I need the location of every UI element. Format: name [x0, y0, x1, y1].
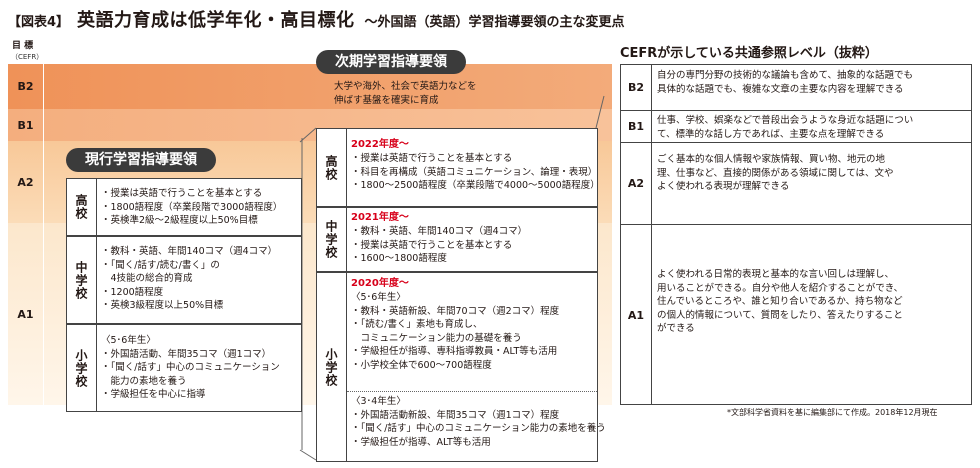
list-item: ・「聞く/話す」中心のコミュニケーション	[101, 362, 280, 373]
list-item: ・学級担任が指導、ALT等も活用	[351, 436, 491, 448]
cefr-line: よく使われる表現が理解できる	[657, 181, 790, 192]
current-high-panel: 高校 ・授業は英語で行うことを基本とする ・1800語程度（卒業段階で3000語…	[66, 178, 302, 236]
cefr-desc-a1: よく使われる日常的表現と基本的な言い回しは理解し、 用いることができる。自分や他…	[657, 268, 903, 336]
current-high-content: ・授業は英語で行うことを基本とする ・1800語程度（卒業段階で3000語程度）…	[101, 187, 297, 228]
cefr-line: 具体的な話題でも、複雑な文章の主要な内容を理解できる	[657, 83, 904, 95]
grade-divider	[347, 391, 597, 392]
list-item: 能力の素地を養う	[101, 375, 187, 387]
grade-heading: 〈5･6年生〉	[351, 292, 406, 303]
cefr-desc-b1: 仕事、学校、娯楽などで普段出会うような身近な話題につい て、標準的な話し方であれ…	[657, 114, 913, 141]
next-elementary-panel: 小学校 2020年度～ 〈5･6年生〉 ・教科・英語新設、年間70コマ（週2コマ…	[316, 272, 606, 462]
cefr-line: 用いることができる。自分や他人を紹介することができ、	[657, 282, 904, 294]
level-a2: A2	[8, 141, 44, 223]
figure-header: 【図表4】 英語力育成は低学年化・高目標化 ～外国語（英語）学習指導要領の主な変…	[8, 6, 625, 31]
current-high-label: 高校	[67, 179, 97, 235]
cefr-level-a2: A2	[627, 176, 645, 190]
level-b1: B1	[8, 109, 44, 141]
cefr-table: B2 自分の専門分野の技術的な議論も含めて、抽象的な話題でも 具体的な話題でも、…	[620, 64, 972, 405]
list-item: ・教科・英語、年間140コマ（週4コマ）	[351, 226, 528, 237]
next-middle-panel: 中学校 2021年度～ ・教科・英語、年間140コマ（週4コマ） ・授業は英語で…	[316, 207, 598, 272]
next-high-year: 2022年度～	[351, 139, 409, 150]
list-item: ・「聞く/話す/読む/書く」の	[101, 259, 220, 271]
list-item: ・1200語程度	[101, 286, 164, 298]
cefr-line: ができる	[657, 323, 695, 334]
level-a1: A1	[8, 223, 44, 405]
next-middle-year: 2021年度～	[351, 212, 409, 223]
list-item: ・授業は英語で行うことを基本とする	[351, 239, 513, 251]
cefr-desc-a2: ごく基本的な個人情報や家族情報、買い物、地元の地 理、仕事など、直接的関係がある…	[657, 153, 894, 194]
list-item: 4技能の総合的育成	[101, 273, 193, 284]
list-item: ・外国語活動、年間35コマ（週1コマ）	[101, 348, 272, 360]
next-elementary-label: 小学校	[317, 273, 347, 461]
current-middle-label: 中学校	[67, 237, 97, 323]
next-middle-content: 2021年度～ ・教科・英語、年間140コマ（週4コマ） ・授業は英語で行うこと…	[351, 211, 593, 266]
grade-heading: 〈3･4年生〉	[351, 396, 406, 407]
list-item: ・学級担任が指導、専科指導教員・ALT等も活用	[351, 346, 558, 357]
cefr-line: 仕事、学校、娯楽などで普段出会うような身近な話題につい	[657, 115, 914, 126]
cefr-level-b2: B2	[627, 81, 645, 94]
cefr-desc-b2: 自分の専門分野の技術的な議論も含めて、抽象的な話題でも 具体的な話題でも、複雑な…	[657, 69, 913, 96]
next-guidelines-title: 次期学習指導要領	[316, 50, 466, 74]
list-item: ・「読む/書く」素地も育成し、	[351, 319, 483, 330]
list-item: ・小学校全体で600～700語程度	[351, 359, 492, 371]
footnote: *文部科学省資料を基に編集部にて作成。2018年12月現在	[727, 408, 938, 417]
cefr-line: ごく基本的な個人情報や家族情報、買い物、地元の地	[657, 154, 886, 165]
page-title: 英語力育成は低学年化・高目標化	[77, 10, 355, 31]
list-item: コミュニケーション能力の基礎を養う	[351, 332, 522, 344]
current-elementary-content: 〈5･6年生〉 ・外国語活動、年間35コマ（週1コマ） ・「聞く/話す」中心のコ…	[101, 334, 297, 402]
list-item: ・授業は英語で行うことを基本とする	[351, 153, 513, 164]
list-item: ・英検3級程度以上50%目標	[101, 300, 224, 311]
cefr-row-divider	[621, 142, 971, 143]
next-high-content: 2022年度～ ・授業は英語で行うことを基本とする ・科目を再構成（英語コミュニ…	[351, 138, 600, 193]
lead-line: 伸ばす基盤を確実に育成	[334, 95, 439, 106]
cefr-line: 住んでいるところや、誰と知り合いであるか、持ち物など	[657, 296, 903, 307]
cefr-row-divider	[621, 224, 971, 225]
next-elementary-lower: 〈3･4年生〉 ・外国語活動新設、年間35コマ（週1コマ）程度 ・「聞く/話す」…	[351, 395, 606, 449]
cefr-level-b1: B1	[627, 119, 645, 133]
current-elementary-panel: 小学校 〈5･6年生〉 ・外国語活動、年間35コマ（週1コマ） ・「聞く/話す」…	[66, 324, 302, 412]
next-middle-label: 中学校	[317, 208, 347, 271]
cefr-line: 理、仕事など、直接的関係がある領域に関しては、文や	[657, 167, 894, 179]
list-item: ・1600～1800語程度	[351, 253, 447, 264]
list-item: ・教科・英語新設、年間70コマ（週2コマ）程度	[351, 305, 560, 317]
next-guidelines-lead: 大学や海外、社会で英語力などを 伸ばす基盤を確実に育成	[334, 80, 477, 108]
page-subtitle: ～外国語（英語）学習指導要領の主な変更点	[364, 15, 625, 30]
list-item: ・外国語活動新設、年間35コマ（週1コマ）程度	[351, 409, 560, 421]
level-b2: B2	[8, 64, 44, 109]
cefr-row-divider	[621, 110, 971, 111]
cefr-line: の個人的情報について、質問をしたり、答えたりすること	[657, 309, 903, 321]
current-middle-panel: 中学校 ・教科・英語、年間140コマ（週4コマ） ・「聞く/話す/読む/書く」の…	[66, 236, 302, 324]
list-item: ・英検準2級～2級程度以上50%目標	[101, 215, 258, 226]
next-high-panel: 高校 2022年度～ ・授業は英語で行うことを基本とする ・科目を再構成（英語コ…	[316, 128, 600, 207]
current-elementary-label: 小学校	[67, 325, 97, 411]
cefr-line: 自分の専門分野の技術的な議論も含めて、抽象的な話題でも	[657, 70, 914, 81]
axis-unit: （CEFR）	[11, 53, 44, 61]
figure-label: 【図表4】	[8, 15, 70, 30]
list-item: ・「聞く/話す」中心のコミュニケーション能力の素地を養う	[351, 423, 606, 434]
band-b2	[8, 64, 612, 109]
cefr-line: よく使われる日常的表現と基本的な言い回しは理解し、	[657, 269, 895, 280]
current-middle-content: ・教科・英語、年間140コマ（週4コマ） ・「聞く/話す/読む/書く」の 4技能…	[101, 245, 297, 313]
list-item: ・学級担任を中心に指導	[101, 389, 206, 400]
axis-label: 目 標	[12, 41, 34, 51]
cefr-column-divider	[651, 65, 652, 404]
grade-heading: 〈5･6年生〉	[101, 335, 156, 346]
current-guidelines-title: 現行学習指導要領	[66, 148, 216, 172]
list-item: ・教科・英語、年間140コマ（週4コマ）	[101, 246, 278, 257]
cefr-level-a1: A1	[627, 308, 645, 322]
cefr-line: て、標準的な話し方であれば、主要な点を理解できる	[657, 128, 885, 140]
next-high-label: 高校	[317, 129, 347, 206]
cefr-title: CEFRが示している共通参照レベル（抜粋）	[620, 46, 878, 61]
list-item: ・1800語程度（卒業段階で3000語程度）	[101, 201, 283, 213]
list-item: ・1800～2500語程度（卒業段階で4000～5000語程度）	[351, 180, 600, 191]
next-elementary-year: 2020年度～	[351, 278, 409, 289]
list-item: ・科目を再構成（英語コミュニケーション、論理・表現）	[351, 166, 598, 178]
list-item: ・授業は英語で行うことを基本とする	[101, 188, 263, 199]
next-elementary-upper: 2020年度～ 〈5･6年生〉 ・教科・英語新設、年間70コマ（週2コマ）程度 …	[351, 277, 593, 372]
lead-line: 大学や海外、社会で英語力などを	[334, 81, 477, 92]
